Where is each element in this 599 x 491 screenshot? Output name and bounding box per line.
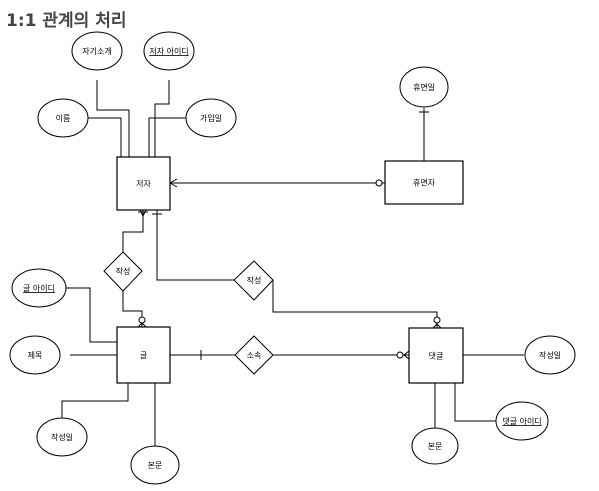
entity-dormant[interactable]: 휴면자 — [384, 160, 464, 205]
attribute-post-title-label: 제목 — [28, 351, 43, 360]
entity-comment-label: 댓글 — [429, 351, 444, 361]
connector-intro-author — [96, 80, 130, 157]
marker-comment-top-crow — [432, 323, 442, 329]
attribute-comment-id[interactable]: 댓글 아이디 — [495, 401, 549, 441]
relationship-author-comment-label: 작성 — [247, 275, 262, 285]
attribute-post-body-label: 본문 — [148, 461, 163, 470]
attribute-post-title[interactable]: 제목 — [9, 335, 61, 375]
entity-dormant-label: 휴면자 — [413, 178, 436, 188]
attribute-dormant-date-label: 휴면일 — [413, 82, 435, 92]
cardinality-markers — [137, 111, 442, 360]
marker-author-rel1-crow — [139, 209, 147, 218]
marker-post-crow — [137, 322, 147, 328]
connector-postdate-post — [61, 383, 129, 420]
entity-comment[interactable]: 댓글 — [408, 327, 464, 384]
entity-post-label: 글 — [140, 351, 147, 360]
relationship-author-comment[interactable]: 작성 — [233, 260, 274, 301]
entity-post[interactable]: 글 — [116, 326, 171, 384]
connector-joindate-author — [148, 117, 186, 157]
marker-comment-left-circle — [396, 351, 404, 359]
attribute-post-id-label: 글 아이디 — [23, 283, 55, 293]
connectors — [61, 80, 524, 449]
attribute-join-date[interactable]: 가입일 — [185, 98, 237, 138]
attribute-comment-date-label: 작성일 — [539, 350, 561, 360]
marker-comment-top-circle — [433, 316, 441, 324]
marker-comment-left-crow — [403, 350, 410, 360]
attribute-post-date[interactable]: 작성일 — [36, 417, 88, 457]
page-title: 1:1 관계의 처리 — [6, 11, 127, 31]
relationship-post-comment[interactable]: 소속 — [234, 335, 274, 375]
relationship-author-post-label: 작성 — [116, 266, 131, 276]
attribute-comment-date[interactable]: 작성일 — [524, 335, 576, 375]
relationship-post-comment-label: 소속 — [247, 351, 262, 360]
attribute-intro-label: 자기소개 — [82, 46, 111, 56]
attribute-post-id[interactable]: 글 아이디 — [11, 268, 67, 308]
marker-post-circle — [138, 316, 146, 324]
entity-author-label: 저자 — [136, 180, 151, 189]
attribute-post-body[interactable]: 본문 — [130, 445, 180, 485]
attribute-post-date-label: 작성일 — [51, 432, 73, 442]
attribute-comment-body-label: 본문 — [428, 442, 443, 451]
attribute-comment-id-label: 댓글 아이디 — [502, 416, 541, 426]
relationship-author-post[interactable]: 작성 — [103, 251, 143, 292]
connector-name-author — [88, 117, 122, 157]
attribute-name[interactable]: 이름 — [37, 98, 89, 138]
connector-commentid-comment — [454, 383, 497, 422]
attribute-dormant-date[interactable]: 휴면일 — [399, 66, 449, 108]
attribute-author-id[interactable]: 저자 아이디 — [143, 31, 195, 71]
attribute-author-id-label: 저자 아이디 — [149, 46, 188, 56]
entity-author[interactable]: 저자 — [116, 156, 171, 211]
attribute-comment-body[interactable]: 본문 — [411, 427, 459, 465]
marker-dormant-circle — [375, 179, 383, 187]
attribute-join-date-label: 가입일 — [200, 114, 222, 123]
connector-rel2-comment — [272, 280, 438, 328]
connector-author-rel2 — [156, 210, 234, 281]
attribute-name-label: 이름 — [56, 113, 71, 123]
connector-authorid-author — [154, 80, 170, 157]
connector-author-rel1 — [122, 210, 144, 252]
attribute-intro[interactable]: 자기소개 — [71, 31, 123, 71]
connector-postid-post — [66, 287, 117, 343]
